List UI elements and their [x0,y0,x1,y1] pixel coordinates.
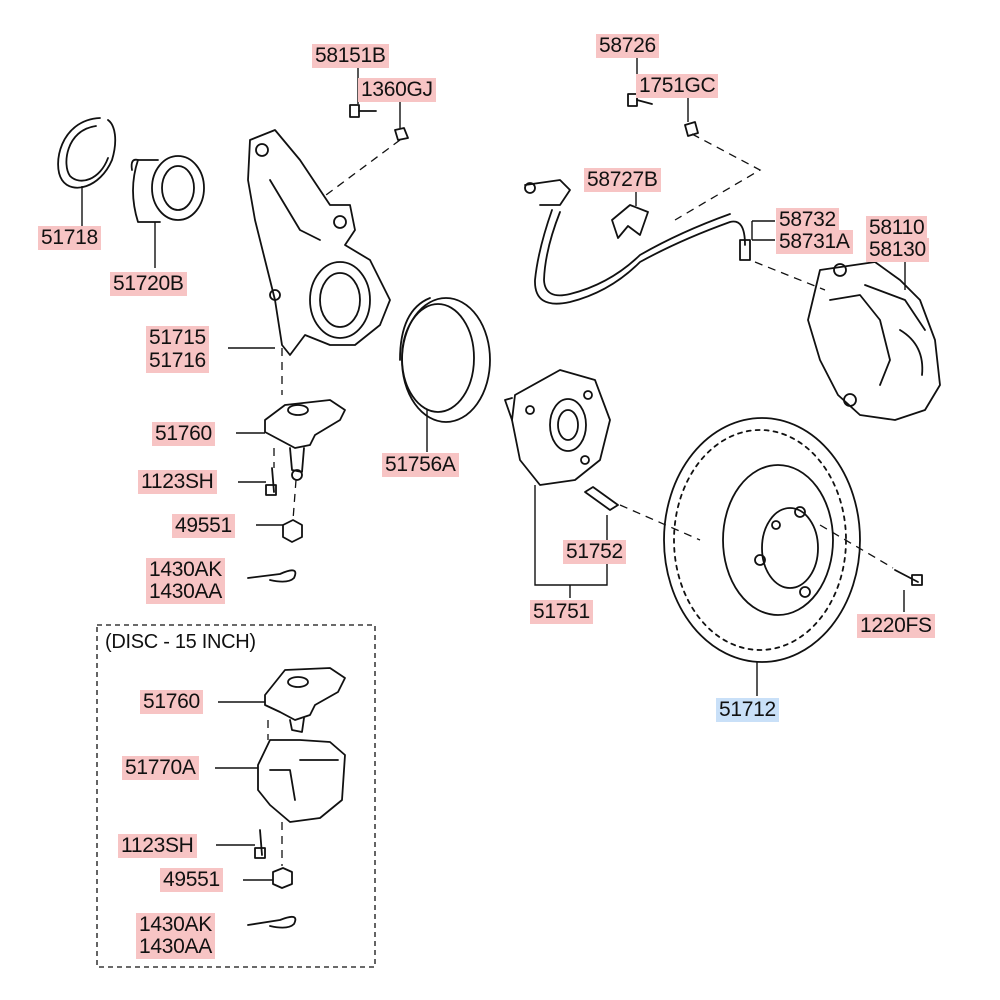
label-1123sh: 1123SH [138,470,217,494]
label-51752: 51752 [563,540,626,564]
label-58732: 58732 [776,208,839,232]
clip-drawing [611,204,649,239]
inset-label-51770a: 51770A [122,756,199,780]
inset-arm-drawing [257,739,346,823]
label-51756a: 51756A [382,453,459,477]
inset-bolt-drawing [254,829,266,859]
label-1430ak: 1430AK [146,558,225,582]
inset-label-1430ak: 1430AK [136,913,215,937]
nut-drawing-1 [282,519,303,543]
label-51718: 51718 [38,226,101,250]
label-51716: 51716 [146,349,209,373]
inset-nut-drawing [272,867,293,889]
brake-hose-drawing [524,179,751,305]
bolt-drawing-58151b [349,104,377,118]
bolt-drawing-1 [265,467,277,496]
ball-joint-drawing [264,399,346,481]
cotter-pin-drawing-1 [247,569,297,583]
inset-ball-joint-drawing [264,667,346,733]
knuckle-drawing [247,129,391,356]
inset-caption: (DISC - 15 INCH) [105,631,256,653]
label-58727b: 58727B [584,168,661,192]
stud-drawing [584,486,619,511]
label-49551: 49551 [172,514,235,538]
label-51751: 51751 [530,600,593,624]
label-1220fs: 1220FS [857,614,935,638]
nut-drawing-1751gc [684,121,699,137]
caliper-drawing [807,261,941,421]
hub-drawing [504,369,611,486]
inset-label-51760: 51760 [140,690,203,714]
brake-disc-drawing [663,417,861,663]
inset-label-1430aa: 1430AA [136,935,215,959]
label-58130: 58130 [866,238,929,262]
label-58151b: 58151B [312,44,389,68]
label-51760: 51760 [152,422,215,446]
disc-screw-drawing [894,569,923,586]
label-1751gc: 1751GC [636,74,719,98]
label-58726: 58726 [596,34,659,58]
label-51720b: 51720B [110,272,187,296]
snap-ring-drawing [57,117,117,189]
label-51712-highlighted: 51712 [716,698,779,722]
bearing-drawing [130,155,205,223]
label-51715: 51715 [146,326,209,350]
label-1360gj: 1360GJ [358,78,436,102]
inset-cotter-pin-drawing [247,915,297,929]
inset-label-1123sh: 1123SH [118,834,197,858]
bolt-drawing-58726 [627,93,653,107]
dust-cover-drawing [399,297,491,423]
label-58731a: 58731A [776,230,853,254]
label-1430aa: 1430AA [146,580,225,604]
label-58110: 58110 [866,216,928,240]
inset-label-49551: 49551 [160,868,223,892]
nut-drawing-1360gj [394,127,409,141]
